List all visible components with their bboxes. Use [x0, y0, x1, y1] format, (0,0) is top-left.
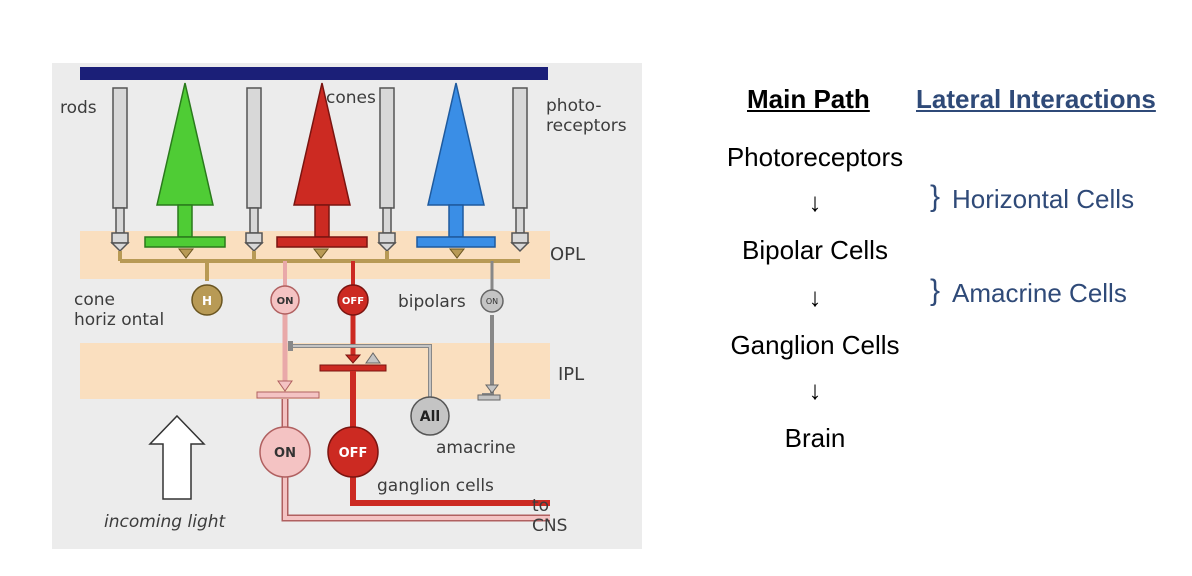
on-bipolar-terminal	[277, 380, 293, 392]
photoreceptors-label: photo- receptors	[546, 96, 627, 136]
incoming-light-arrow	[148, 414, 206, 500]
amacrine-terminal	[365, 352, 381, 364]
rod-3	[377, 87, 397, 253]
bipolars-label: bipolars	[398, 292, 466, 312]
on-ganglion-label: ON	[274, 446, 296, 461]
amacrine-process-inner	[290, 345, 431, 401]
rod-bipolar-terminal	[485, 384, 499, 394]
step-ganglion-cells: Ganglion Cells	[730, 330, 900, 360]
all-amacrine-cell	[410, 396, 450, 436]
rod-2	[244, 87, 264, 253]
h-cell	[191, 284, 223, 316]
opl-label: OPL	[550, 244, 586, 265]
on-bipolar-cell	[270, 285, 300, 315]
incoming-light-label: incoming light	[104, 512, 226, 532]
ipl-band	[80, 343, 550, 399]
amacrine-brace: }	[930, 274, 941, 307]
off-bipolar-cell	[337, 284, 369, 316]
all-amacrine-label: All	[420, 409, 440, 425]
green-cone	[144, 82, 226, 248]
rods-label: rods	[60, 98, 97, 118]
off-ganglion-cell	[327, 426, 379, 478]
top-bar	[80, 67, 548, 80]
rod-4	[510, 87, 530, 253]
off-bipolar-terminal	[344, 354, 362, 364]
horizontal-brace: }	[930, 180, 941, 213]
to-cns-label: to CNS	[532, 496, 568, 536]
on-bipolar-label: ON	[277, 296, 294, 307]
step-photoreceptors: Photoreceptors	[726, 142, 904, 172]
cones-label: cones	[326, 88, 376, 108]
rod-bipolar-synapse	[477, 394, 501, 401]
step-brain: Brain	[784, 423, 846, 453]
retina-circuit-drawing: H ON OFF ON All ON OFF	[80, 67, 550, 522]
horizontal-dendrites	[118, 251, 520, 281]
cone-horizontal-label: cone horiz ontal	[74, 290, 165, 330]
off-ganglion-label: OFF	[339, 446, 368, 461]
blue-cone	[416, 82, 496, 248]
flow-arrow-3: ↓	[808, 375, 822, 405]
rods-group	[110, 87, 530, 253]
on-ganglion-cell	[259, 426, 311, 478]
on-ganglion-dendrite	[256, 391, 320, 399]
step-bipolar-cells: Bipolar Cells	[742, 235, 888, 265]
off-ganglion-dendrite	[319, 364, 387, 372]
horizontal-terminals	[177, 248, 466, 259]
rod-bipolar-cell	[480, 289, 504, 313]
red-cone	[276, 82, 368, 248]
h-cell-label: H	[202, 294, 212, 308]
rod-bipolar-label: ON	[486, 297, 498, 306]
off-ganglion-axon	[350, 371, 550, 506]
ipl-label: IPL	[558, 364, 585, 385]
flow-arrow-1: ↓	[808, 187, 822, 217]
amacrine-on-synapse	[288, 341, 293, 351]
rod-1	[110, 87, 130, 253]
lateral-horizontal-cells: Horizontal Cells	[952, 184, 1135, 214]
flow-arrow-2: ↓	[808, 282, 822, 312]
main-path-header: Main Path	[747, 84, 870, 114]
ganglion-cells-label: ganglion cells	[377, 476, 494, 496]
lateral-interactions-header: Lateral Interactions	[916, 84, 1156, 114]
off-bipolar-label: OFF	[342, 296, 364, 307]
amacrine-label: amacrine	[436, 438, 516, 458]
retina-diagram: H ON OFF ON All ON OFF rods cones photo-…	[52, 63, 642, 549]
lateral-amacrine-cells: Amacrine Cells	[952, 278, 1127, 308]
